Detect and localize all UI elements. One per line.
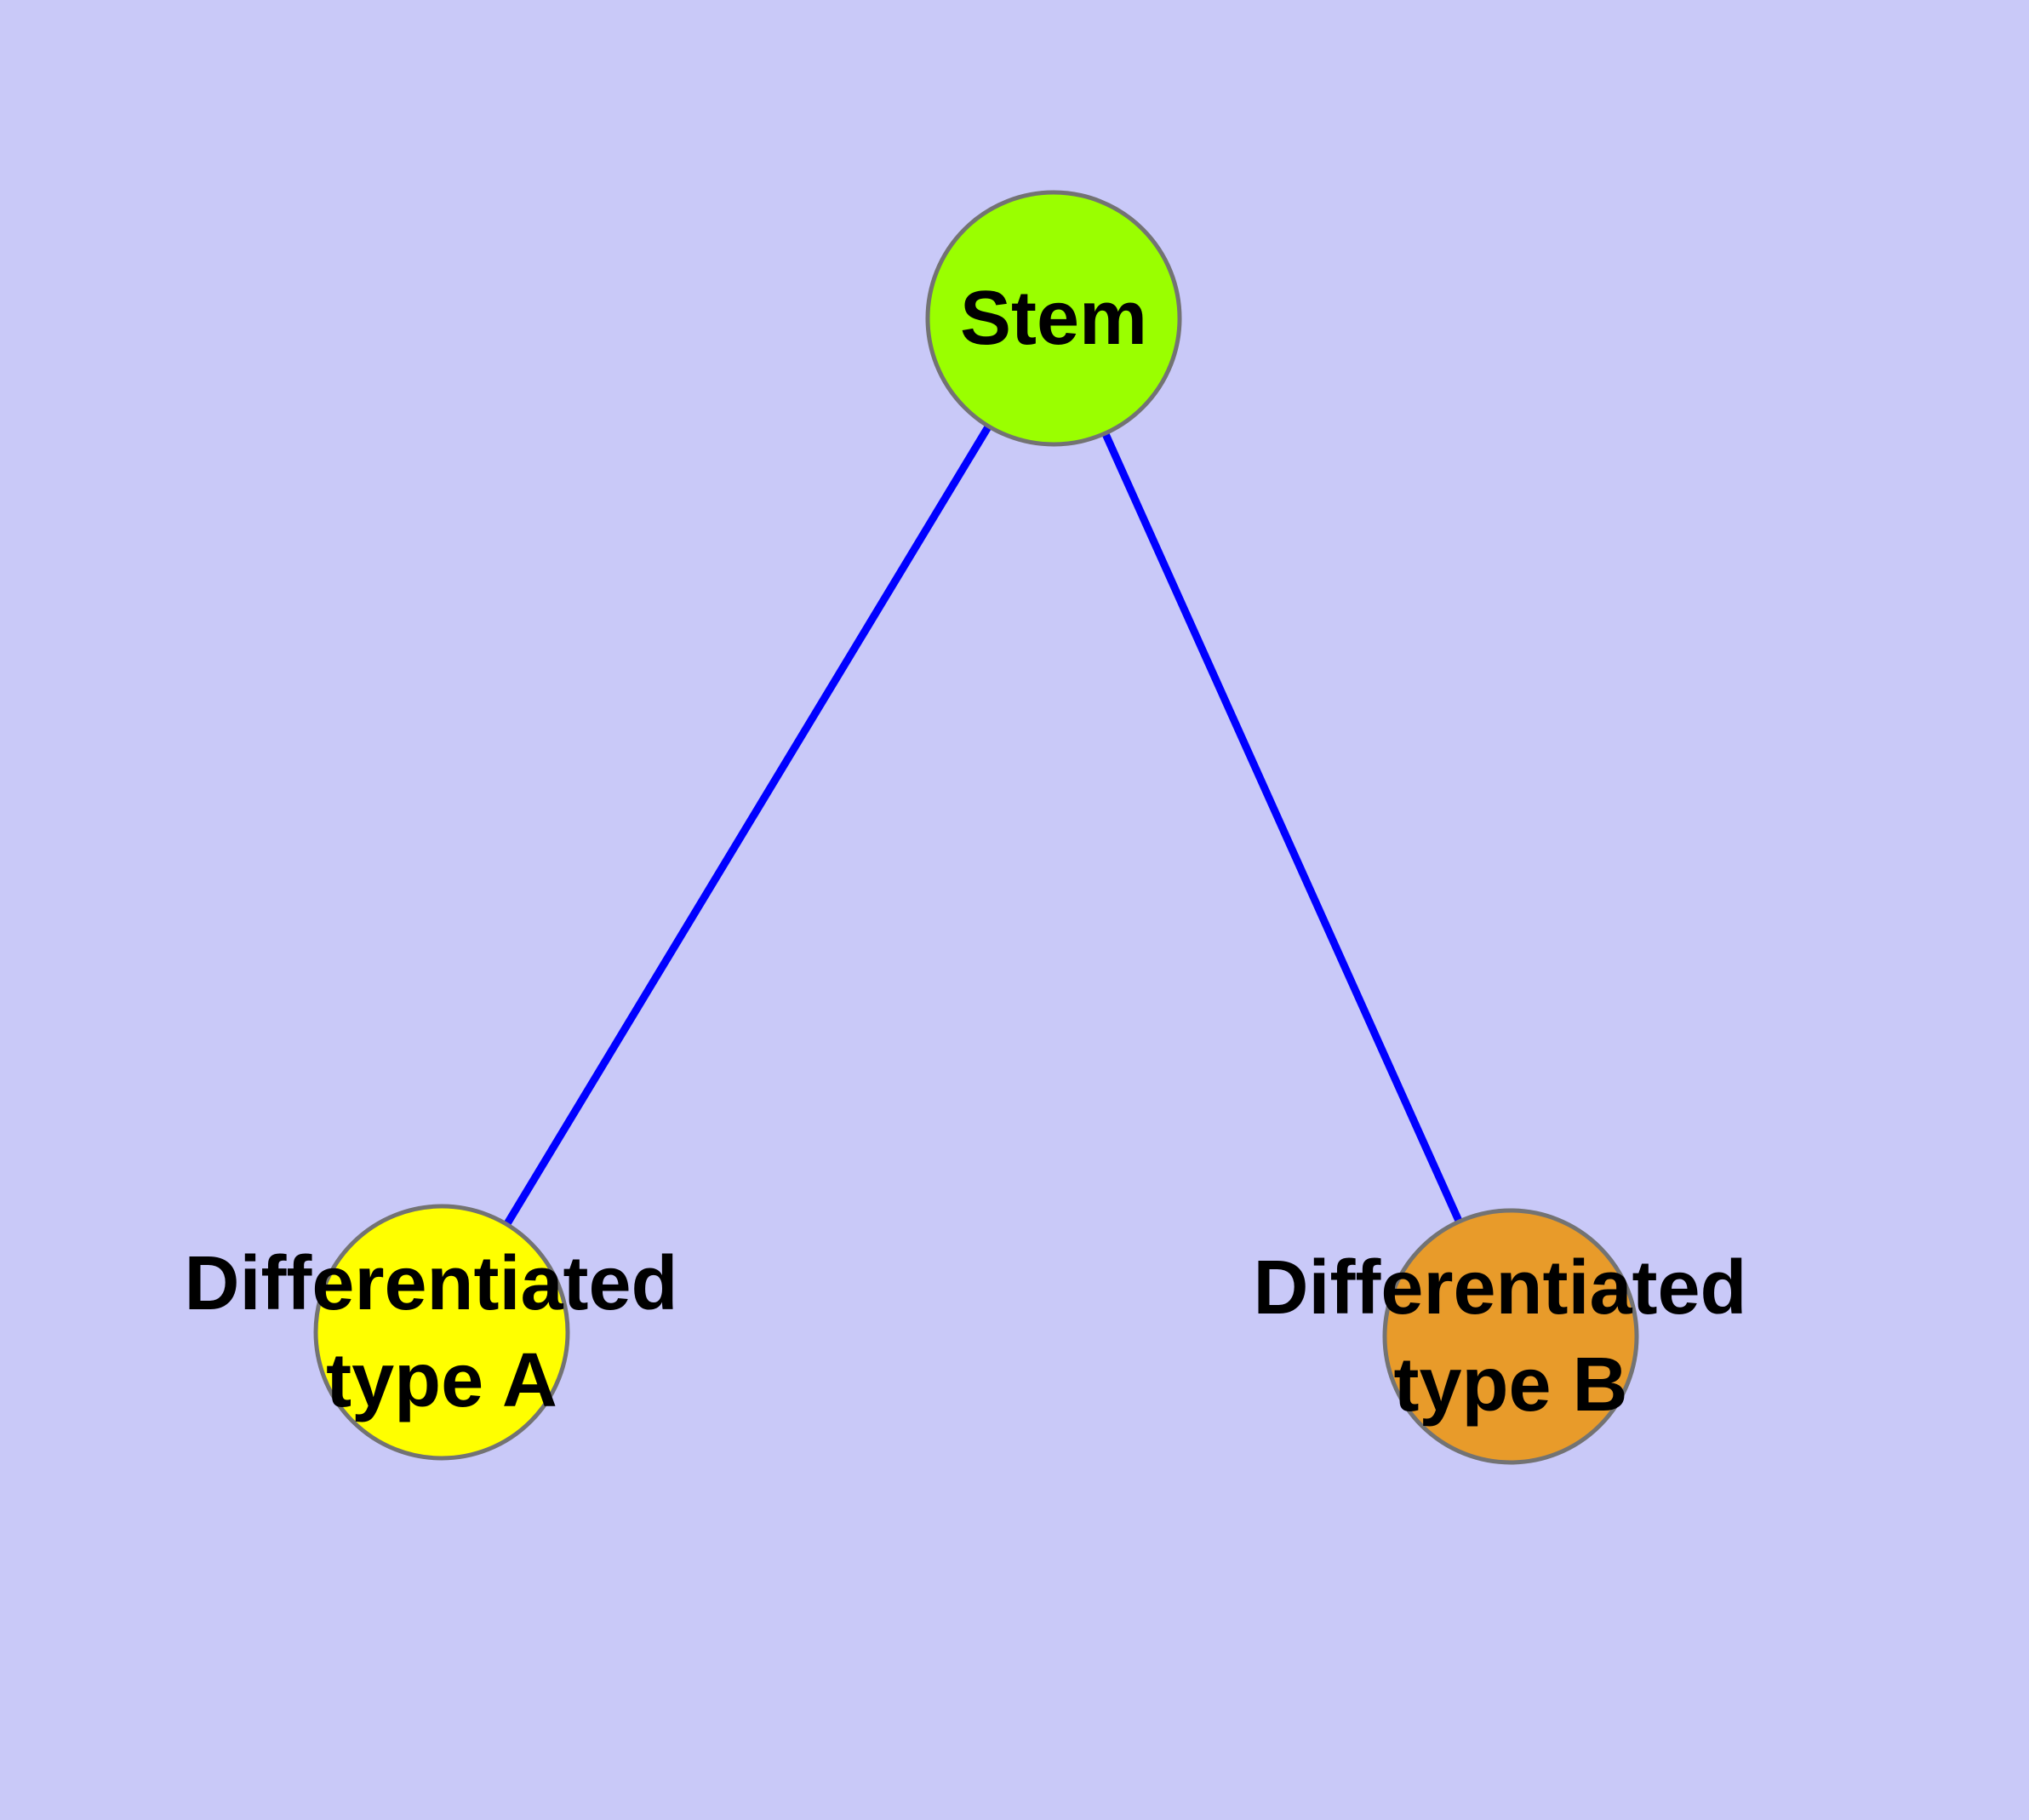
- node-label-type-a-line-2: type A: [326, 1338, 557, 1423]
- node-label-differentiated-type-b: Differentiated type B: [1253, 1220, 1768, 1428]
- node-label-type-a-line-1: Differentiated: [184, 1241, 677, 1326]
- node-differentiated-type-a: [313, 1204, 570, 1461]
- node-label-differentiated-type-a: Differentiated type A: [184, 1216, 699, 1423]
- node-label-stem-line-1: Stem: [960, 276, 1147, 361]
- node-differentiated-type-b: [1382, 1208, 1639, 1465]
- edge-stem-to-type-a: [438, 316, 1057, 1335]
- node-label-type-b-line-1: Differentiated: [1253, 1245, 1746, 1331]
- node-stem: [925, 190, 1182, 447]
- edge-stem-to-type-b: [1049, 317, 1515, 1338]
- node-label-stem: Stem: [960, 276, 1147, 361]
- node-label-type-b-line-2: type B: [1393, 1342, 1627, 1428]
